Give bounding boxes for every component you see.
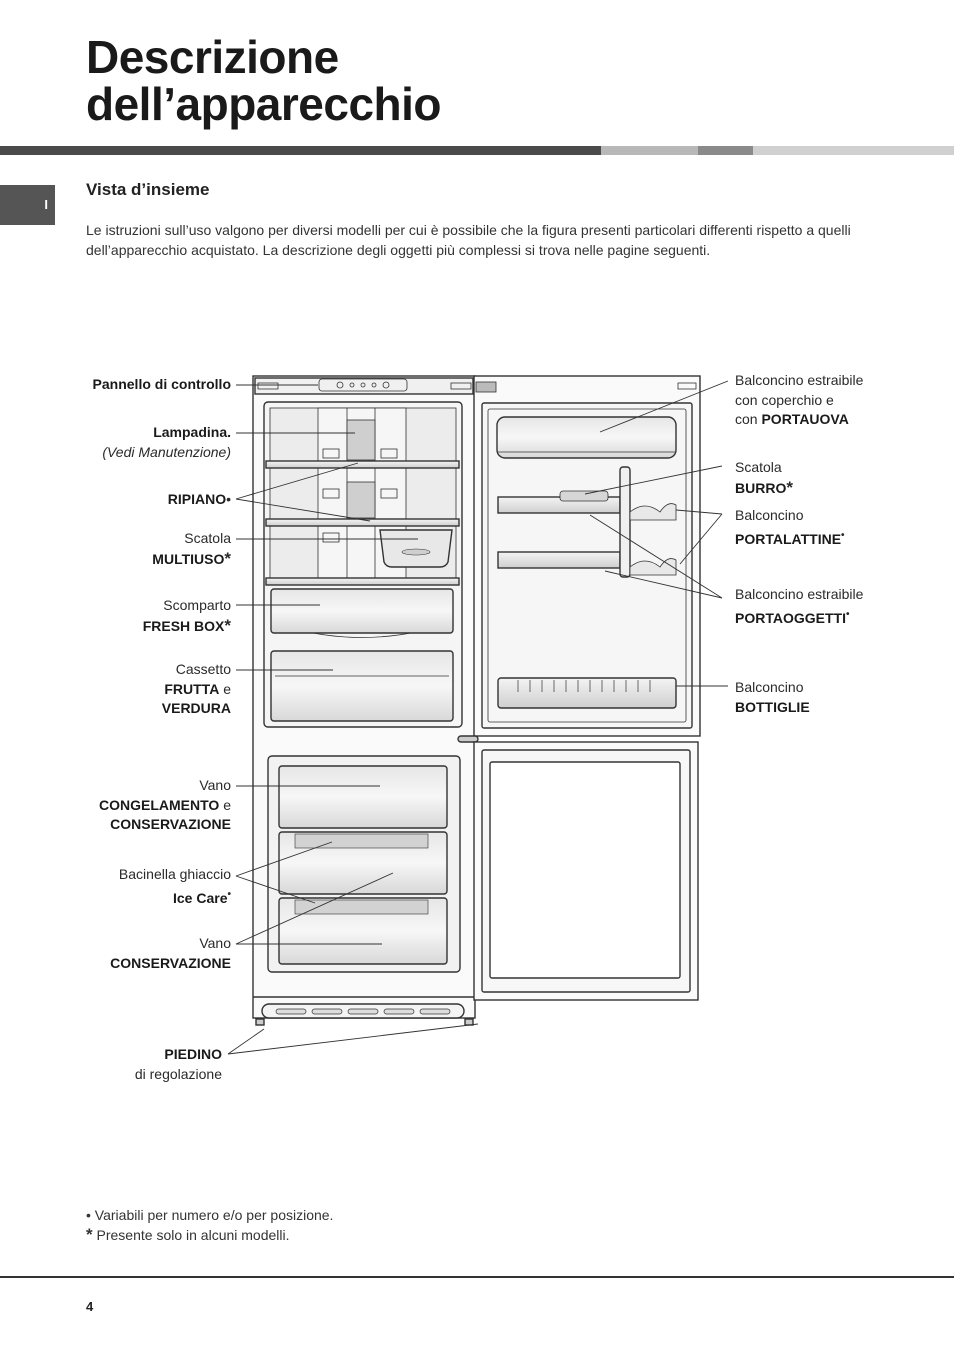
label-piedino-line2: di regolazione <box>134 1065 222 1082</box>
label-burro-line1: Scatola <box>735 459 782 475</box>
label-cassetto: Cassetto FRUTTA e VERDURA <box>162 660 231 719</box>
label-ripiano: RIPIANO• <box>168 490 231 510</box>
label-vano1-e: e <box>223 796 231 813</box>
label-portauova: Balconcino estraibile con coperchio e co… <box>735 371 863 430</box>
label-cassetto-line1: Cassetto <box>175 661 231 677</box>
language-tab: I <box>0 185 55 225</box>
label-lattine-line1: Balconcino <box>735 507 804 523</box>
bullet-marker: • <box>841 529 845 541</box>
label-multiuso-line1: Scatola <box>184 530 231 546</box>
label-multiuso-line2: MULTIUSO <box>152 550 225 567</box>
footnotes: • Variabili per numero e/o per posizione… <box>86 1205 333 1245</box>
label-lampadina: Lampadina. (Vedi Manutenzione) <box>102 423 231 462</box>
label-uova-line2: con coperchio e <box>735 391 834 408</box>
label-ripiano-text: RIPIANO <box>167 491 227 507</box>
label-vano-congelamento: Vano CONGELAMENTO e CONSERVAZIONE <box>99 776 231 835</box>
label-lampadina-note: (Vedi Manutenzione) <box>102 443 231 460</box>
bullet-marker: • <box>226 491 231 507</box>
label-bottiglie-line1: Balconcino <box>735 679 804 695</box>
label-freshbox-line2: FRESH BOX <box>142 617 225 634</box>
page-number: 4 <box>86 1299 94 1314</box>
label-oggetti-line1: Balconcino estraibile <box>735 586 864 602</box>
bullet-marker: • <box>86 1207 91 1223</box>
asterisk-marker: * <box>224 615 231 635</box>
label-piedino: PIEDINO di regolazione <box>135 1045 222 1084</box>
label-burro: Scatola BURRO* <box>735 458 793 498</box>
label-burro-line2: BURRO <box>735 479 787 496</box>
label-ice-care: Bacinella ghiaccio Ice Care• <box>119 865 231 908</box>
label-vano2-line1: Vano <box>199 935 231 951</box>
label-multiuso: Scatola MULTIUSO* <box>152 529 231 569</box>
title-line-2: dell’apparecchio <box>86 78 442 130</box>
footnote-asterisk: * Presente solo in alcuni modelli. <box>86 1225 333 1245</box>
asterisk-marker: * <box>786 477 793 497</box>
label-cassetto-frutta: FRUTTA <box>164 680 220 697</box>
label-portalattine: Balconcino PORTALATTINE• <box>735 506 845 549</box>
label-bottiglie-line2: BOTTIGLIE <box>735 698 810 715</box>
label-vano2-line2: CONSERVAZIONE <box>110 954 231 971</box>
label-bottiglie: Balconcino BOTTIGLIE <box>735 678 810 717</box>
footer-rule <box>0 1276 954 1278</box>
label-freshbox-line1: Scomparto <box>163 597 231 613</box>
label-pannello: Pannello di controllo <box>93 375 231 395</box>
header-rule-light-2 <box>753 146 954 155</box>
footnote-bullet-text: Variabili per numero e/o per posizione. <box>94 1207 334 1223</box>
label-uova-line1: Balconcino estraibile <box>735 372 864 388</box>
footnote-bullet: • Variabili per numero e/o per posizione… <box>86 1205 333 1225</box>
label-portaoggetti: Balconcino estraibile PORTAOGGETTI• <box>735 585 863 628</box>
label-oggetti-line2: PORTAOGGETTI <box>735 609 846 626</box>
label-uova-con: con <box>735 411 758 427</box>
label-pannello-text: Pannello di controllo <box>92 376 231 392</box>
label-vano1-conservazione: CONSERVAZIONE <box>110 816 231 832</box>
label-vano1-line1: Vano <box>199 777 231 793</box>
label-lampadina-title: Lampadina. <box>153 424 231 440</box>
page-title: Descrizione dell’apparecchio <box>86 31 442 130</box>
bullet-marker: • <box>845 608 850 620</box>
section-title: Vista d’insieme <box>86 180 210 199</box>
asterisk-marker: * <box>86 1225 93 1244</box>
footnote-asterisk-text: Presente solo in alcuni modelli. <box>96 1227 290 1243</box>
label-ice-line1: Bacinella ghiaccio <box>118 866 231 882</box>
label-vano-conservazione: Vano CONSERVAZIONE <box>110 934 231 973</box>
label-lattine-line2: PORTALATTINE <box>735 530 842 547</box>
header-rule-dark <box>0 146 601 155</box>
title-line-1: Descrizione <box>86 31 339 83</box>
header-rule-mid <box>698 146 753 155</box>
label-cassetto-verdura: VERDURA <box>161 700 231 716</box>
intro-text: Le istruzioni sull’uso valgono per diver… <box>86 222 851 258</box>
label-freshbox: Scomparto FRESH BOX* <box>143 596 231 636</box>
label-cassetto-e: e <box>223 680 231 697</box>
label-piedino-line1: PIEDINO <box>164 1046 222 1062</box>
label-ice-line2: Ice Care <box>173 889 228 906</box>
bullet-marker: • <box>227 888 231 900</box>
header-rule-light-1 <box>601 146 698 155</box>
label-vano1-congelamento: CONGELAMENTO <box>99 796 220 813</box>
asterisk-marker: * <box>224 548 231 568</box>
label-uova-portauova: PORTAUOVA <box>761 411 849 427</box>
